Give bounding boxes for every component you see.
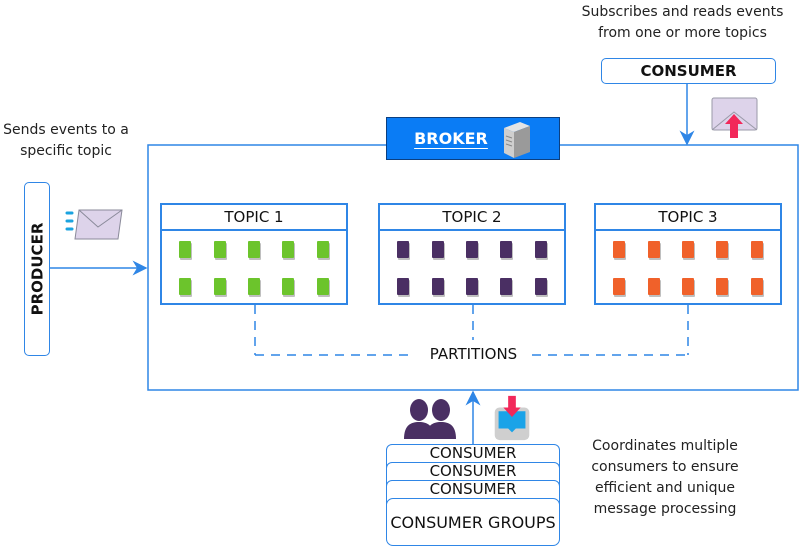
- partition-icon: [179, 241, 192, 258]
- inbox-download-icon: [494, 395, 530, 441]
- partitions-dashes: [254, 305, 689, 356]
- note-line: Sends events to a: [3, 122, 129, 138]
- partition-icon: [534, 278, 547, 295]
- partition-icon: [179, 278, 192, 295]
- producer-box: PRODUCER: [24, 182, 50, 356]
- partition-icon: [681, 278, 694, 295]
- topic-3[interactable]: TOPIC 3: [594, 203, 782, 305]
- partition-icon: [213, 278, 226, 295]
- consumer-note: Subscribes and reads events from one or …: [560, 2, 800, 44]
- topic-2[interactable]: TOPIC 2: [378, 203, 566, 305]
- consumer-label: CONSUMER: [429, 480, 517, 498]
- note-line: Subscribes and reads events: [581, 4, 784, 20]
- partition-icon: [750, 278, 763, 295]
- partition-icon: [431, 278, 444, 295]
- note-line: Coordinates multiple: [592, 438, 738, 454]
- envelope-receive-icon: [711, 97, 758, 138]
- partition-icon: [647, 241, 660, 258]
- partition-icon: [716, 278, 729, 295]
- partition-icon: [681, 241, 694, 258]
- partition-icon: [716, 241, 729, 258]
- partitions-label: PARTITIONS: [429, 345, 518, 363]
- partition-icon: [282, 241, 295, 258]
- consumer-label: CONSUMER: [429, 444, 517, 462]
- note-line: from one or more topics: [598, 25, 767, 41]
- broker-title: BROKER: [414, 129, 488, 148]
- partition-icon: [465, 278, 478, 295]
- partition-icon: [750, 241, 763, 258]
- partition-icon: [647, 278, 660, 295]
- note-line: consumers to ensure: [591, 459, 739, 475]
- partition-icon: [431, 241, 444, 258]
- topic-title: TOPIC 2: [380, 205, 564, 231]
- partition-icon: [397, 278, 410, 295]
- partition-icon: [213, 241, 226, 258]
- partition-icon: [247, 278, 260, 295]
- topic-title: TOPIC 3: [596, 205, 780, 231]
- consumer-groups-box[interactable]: CONSUMER GROUPS: [386, 498, 560, 546]
- server-icon: [503, 121, 530, 158]
- partition-icon: [500, 278, 513, 295]
- partition-icon: [534, 241, 547, 258]
- partition-icon: [282, 278, 295, 295]
- people-icon: [404, 399, 456, 439]
- envelope-send-icon: [65, 209, 123, 240]
- consumer-title: CONSUMER: [640, 62, 737, 80]
- note-line: specific topic: [20, 143, 112, 159]
- partition-icon: [247, 241, 260, 258]
- partition-icon: [397, 241, 410, 258]
- producer-note: Sends events to a specific topic: [0, 120, 132, 162]
- partition-icon: [613, 278, 626, 295]
- partition-icon: [316, 278, 329, 295]
- partition-icon: [500, 241, 513, 258]
- groups-note: Coordinates multiple consumers to ensure…: [575, 436, 755, 520]
- consumer-groups-title: CONSUMER GROUPS: [390, 512, 556, 532]
- partition-icon: [613, 241, 626, 258]
- consumer-label: CONSUMER: [429, 462, 517, 480]
- topic-1[interactable]: TOPIC 1: [160, 203, 348, 305]
- producer-title: PRODUCER: [28, 222, 47, 316]
- topic-title: TOPIC 1: [162, 205, 346, 231]
- broker-label: BROKER: [386, 117, 560, 160]
- note-line: efficient and unique: [595, 480, 735, 496]
- partition-icon: [465, 241, 478, 258]
- partition-icon: [316, 241, 329, 258]
- note-line: message processing: [593, 501, 737, 517]
- consumer-box: CONSUMER: [601, 58, 776, 84]
